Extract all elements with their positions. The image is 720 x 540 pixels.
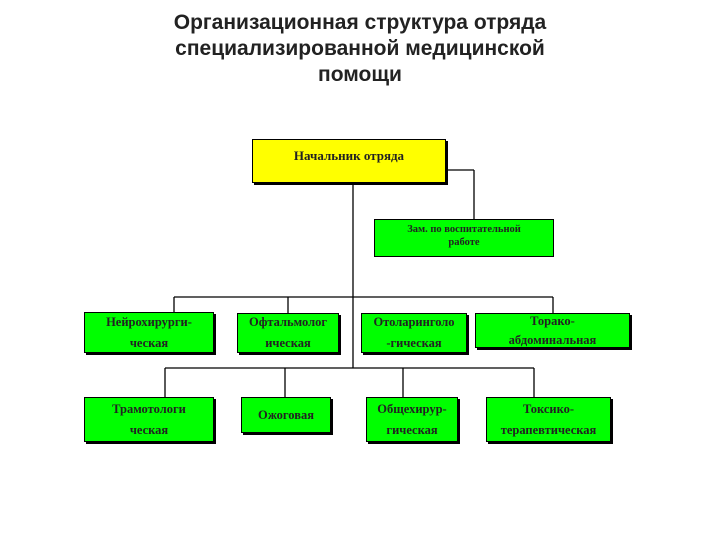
unit-neurosurgical: Нейрохирурги- ческая <box>84 312 214 353</box>
unit-label-line-2: терапевтическая <box>500 422 597 437</box>
deputy-line-1: Зам. по воспитательной <box>407 224 521 235</box>
unit-label-line-2: ическая <box>265 336 311 350</box>
unit-label-line-1: Отоларинголо <box>373 315 455 329</box>
unit-label-line-2: -гическая <box>386 336 442 350</box>
page-title: Организационная структура отряда специал… <box>60 10 660 88</box>
deputy-line-2: работе <box>448 237 480 248</box>
deputy-box: Зам. по воспитательной работе <box>374 219 554 257</box>
unit-thoracoabdominal: Торако- абдоминальная <box>475 313 630 348</box>
unit-traumatology: Трамотологи ческая <box>84 397 214 442</box>
unit-label-line-1: Трамотологи <box>112 401 186 416</box>
title-line-1: Организационная структура отряда <box>173 11 547 34</box>
unit-label-line-2: гическая <box>386 422 438 437</box>
unit-label-line-1: Токсико- <box>522 401 575 416</box>
unit-label-line-2: абдоминальная <box>508 332 597 347</box>
unit-label-line-1: Офтальмолог <box>248 315 328 329</box>
head-box: Начальник отряда <box>252 139 446 183</box>
unit-label-line-1: Общехирур- <box>377 401 447 416</box>
unit-label-line-1: Ожоговая <box>258 407 314 422</box>
unit-otolaryngology: Отоларинголо -гическая <box>361 313 467 353</box>
title-line-3: помощи <box>318 63 402 86</box>
unit-label-line-2: ческая <box>129 335 169 350</box>
unit-general-surgery: Общехирур- гическая <box>366 397 458 442</box>
unit-burns: Ожоговая <box>241 397 331 433</box>
unit-label-line-1: Торако- <box>530 313 575 328</box>
unit-toxicotherapy: Токсико- терапевтическая <box>486 397 611 442</box>
unit-label-line-2: ческая <box>129 422 169 437</box>
title-line-2: специализированной медицинской <box>175 37 545 60</box>
head-label: Начальник отряда <box>293 147 405 163</box>
unit-ophthalmology: Офтальмолог ическая <box>237 313 339 353</box>
unit-label-line-1: Нейрохирурги- <box>106 314 192 329</box>
